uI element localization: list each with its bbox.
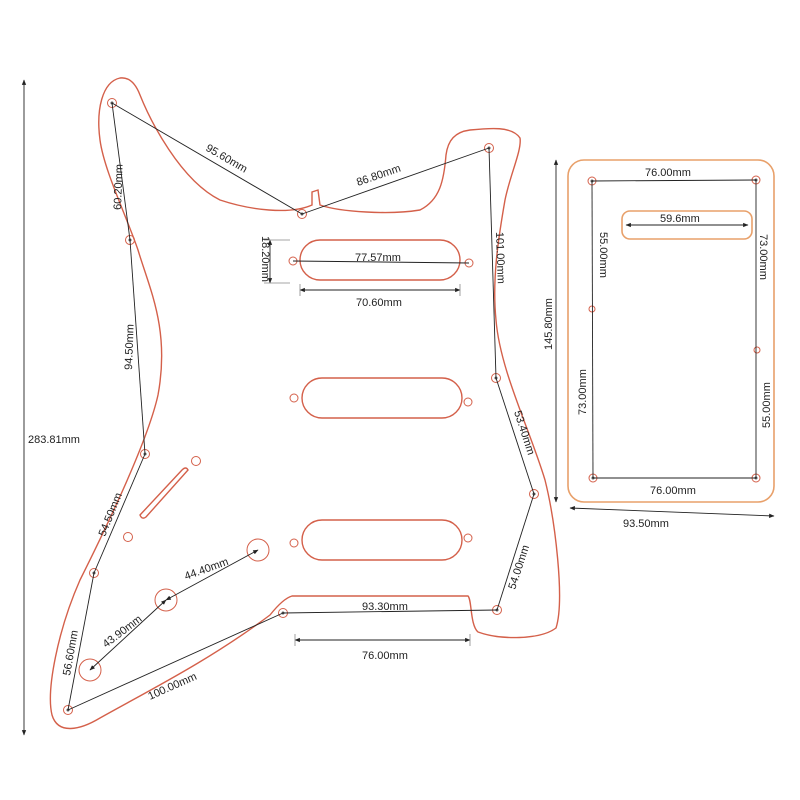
label-back-total-height: 145.80mm — [543, 298, 555, 350]
pickup-screw-holes — [288, 256, 474, 548]
bridge-pickup-cutout — [301, 519, 463, 561]
label-back-left-lower: 73.00mm — [577, 369, 589, 415]
back-plate-outline — [567, 159, 775, 503]
label-back-left-upper: 55.00mm — [597, 232, 609, 278]
label-overall-height: 283.81mm — [28, 434, 80, 446]
dim-back-top-width — [591, 179, 757, 182]
label-pickup-spacing: 70.60mm — [356, 297, 402, 309]
dim-control-b — [89, 599, 167, 671]
dim-control-a — [165, 549, 259, 601]
label-left-top: 60.20mm — [112, 164, 126, 210]
label-back-slot-width: 59.6mm — [660, 213, 700, 225]
label-jack-span: 93.30mm — [362, 601, 408, 613]
dim-right-bottom — [496, 493, 535, 611]
label-back-bottom-width: 76.00mm — [650, 485, 696, 497]
pickguard-outline — [49, 77, 561, 730]
dim-right-top — [488, 147, 497, 379]
dim-top-left-to-notch — [111, 102, 303, 215]
middle-pickup-cutout — [301, 377, 463, 419]
neck-pickup-cutout — [299, 239, 461, 281]
label-left-lower: 54.50mm — [97, 491, 125, 538]
label-back-total-width: 93.50mm — [623, 518, 669, 530]
label-back-top-width: 76.00mm — [645, 167, 691, 179]
label-notch-to-top-right: 86.80mm — [355, 163, 402, 189]
label-pickup-length: 77.57mm — [355, 252, 401, 264]
label-control-a: 44.40mm — [183, 556, 230, 583]
dim-left-lower — [93, 453, 146, 574]
label-left-bottom: 56.60mm — [61, 629, 81, 676]
dim-left-top — [111, 102, 131, 241]
dim-jack-span — [282, 609, 498, 614]
dim-back-left-full — [591, 180, 594, 479]
back-plate-slot — [621, 210, 753, 240]
dim-left-mid — [129, 239, 146, 455]
label-jack-width: 76.00mm — [362, 650, 408, 662]
label-bottom-diagonal: 100.00mm — [146, 671, 198, 703]
switch-screw-hole-top — [191, 456, 201, 466]
label-pickup-height: 18.20mm — [259, 236, 271, 282]
label-right-top: 101.00mm — [493, 232, 507, 284]
label-control-b: 43.90mm — [101, 613, 145, 650]
dim-bottom-diagonal — [67, 612, 284, 711]
switch-slot — [139, 467, 189, 519]
dim-right-mid — [495, 377, 535, 495]
label-top-left-to-notch: 95.60mm — [204, 142, 250, 175]
dim-notch-to-top-right — [301, 147, 490, 215]
dim-back-total-width — [569, 506, 775, 518]
label-left-mid: 94.50mm — [123, 324, 137, 370]
label-back-right-lower: 55.00mm — [761, 382, 773, 428]
label-back-right-upper: 73.00mm — [757, 234, 769, 280]
dim-pickup-length — [292, 260, 470, 264]
label-right-mid: 53.40mm — [511, 409, 537, 456]
switch-screw-hole-bottom — [123, 532, 133, 542]
dim-left-bottom — [67, 572, 95, 711]
